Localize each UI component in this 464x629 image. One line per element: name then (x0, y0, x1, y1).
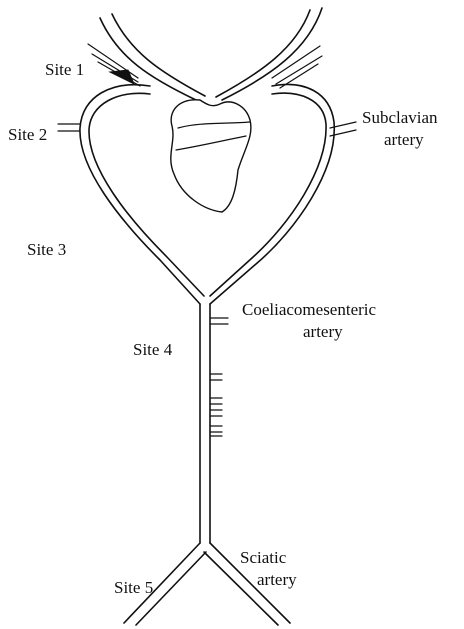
top-right-vessel-inner (216, 10, 310, 97)
site1-label: Site 1 (45, 60, 84, 80)
subclavian-label-line2: artery (384, 130, 424, 150)
site5-label: Site 5 (114, 578, 153, 598)
site4-label: Site 4 (133, 340, 172, 360)
site1-cannula-icon (110, 70, 134, 84)
heart-icon (171, 100, 251, 212)
sciatic-label-line2: artery (257, 570, 297, 590)
site3-label: Site 3 (27, 240, 66, 260)
coeliaco-label-line1: Coeliacomesenteric (242, 300, 376, 320)
subclavian-label-line1: Subclavian (362, 108, 438, 128)
sciatic-label-line1: Sciatic (240, 548, 286, 568)
site2-label: Site 2 (8, 125, 47, 145)
coeliaco-label-line2: artery (303, 322, 343, 342)
